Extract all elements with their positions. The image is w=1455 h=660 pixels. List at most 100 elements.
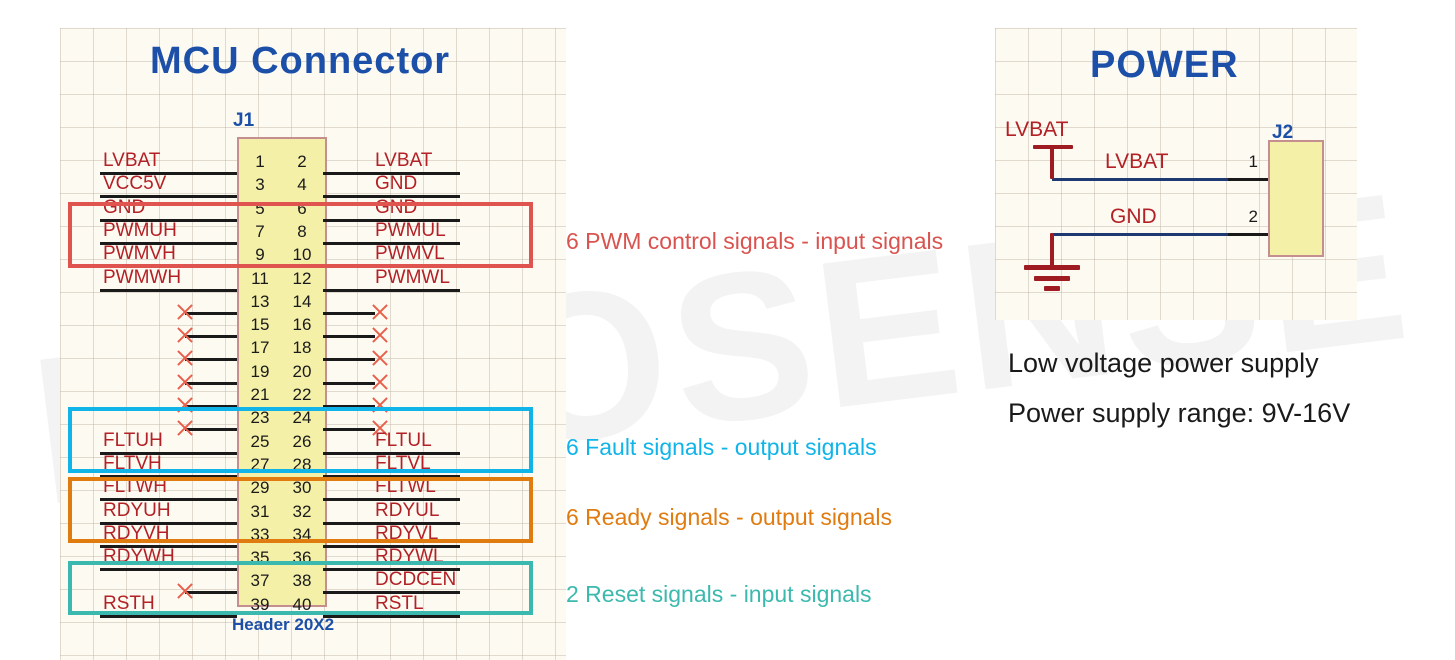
connector-j1-pin-15: 15 bbox=[250, 315, 270, 335]
net-label-rdyvh: RDYVH bbox=[103, 522, 170, 544]
connector-j1-pin-40: 40 bbox=[292, 594, 312, 614]
wire-left-row-2 bbox=[100, 195, 237, 199]
wire-right-row-10 bbox=[323, 381, 375, 385]
connector-j1-pin-13: 13 bbox=[250, 291, 270, 311]
connector-j1-pin-1: 1 bbox=[255, 152, 265, 171]
highlight-box-pwm bbox=[68, 202, 533, 268]
note-low-voltage-supply: Low voltage power supply bbox=[1008, 348, 1319, 378]
wire-left-row-15 bbox=[100, 498, 237, 502]
connector-j1-pin-26: 26 bbox=[292, 431, 312, 451]
power-net-label-gnd: GND bbox=[1110, 205, 1157, 228]
net-label-fltvh: FLTVH bbox=[103, 452, 162, 474]
net-label-lvbat: LVBAT bbox=[103, 150, 161, 171]
highlight-box-fault bbox=[68, 407, 533, 473]
no-connect-x-icon-left-row-7 bbox=[175, 302, 195, 322]
connector-j1-pin-11: 11 bbox=[251, 268, 269, 288]
wire-right-row-15 bbox=[323, 498, 460, 502]
wire-left-row-14 bbox=[100, 474, 237, 478]
connector-j1-pin-20: 20 bbox=[292, 361, 312, 381]
power-pin-wire-1 bbox=[1228, 178, 1268, 181]
wire-right-row-7 bbox=[323, 311, 375, 315]
wire-right-row-4 bbox=[323, 241, 460, 245]
net-label-rdyvl-right: RDYVL bbox=[375, 522, 439, 544]
connector-j1-pin-5: 5 bbox=[255, 198, 265, 218]
connector-j1-body[interactable] bbox=[237, 137, 327, 607]
net-label-fltwl-right: FLTWL bbox=[375, 476, 436, 498]
highlight-box-reset bbox=[68, 561, 533, 615]
net-label-rstl-right: RSTL bbox=[375, 592, 424, 614]
connector-j1-pin-2: 2 bbox=[297, 152, 307, 171]
connector-j1-pin-37: 37 bbox=[250, 571, 270, 591]
net-label-fltul-right: FLTUL bbox=[375, 429, 432, 451]
connector-j1-pin-16: 16 bbox=[292, 315, 312, 335]
net-label-fltuh: FLTUH bbox=[103, 429, 163, 451]
wire-left-row-12 bbox=[185, 428, 237, 432]
connector-j1-pin-22: 22 bbox=[292, 385, 312, 404]
connector-j2-pin-1: 1 bbox=[1248, 152, 1258, 171]
wire-right-row-12 bbox=[323, 428, 375, 432]
wire-left-row-16 bbox=[100, 521, 237, 525]
highlight-box-ready bbox=[68, 477, 533, 543]
wire-left-row-3 bbox=[100, 218, 237, 222]
net-label-pwmvl-right: PWMVL bbox=[375, 243, 445, 265]
wire-right-row-13 bbox=[323, 451, 460, 455]
power-title: POWER bbox=[1090, 44, 1239, 86]
connector-j2-body[interactable] bbox=[1268, 140, 1324, 257]
net-label-pwmvh: PWMVH bbox=[103, 243, 176, 265]
connector-j1-pin-23: 23 bbox=[250, 408, 270, 428]
net-label-pwmwl-right: PWMWL bbox=[375, 266, 450, 288]
net-label-gnd: GND bbox=[103, 196, 146, 218]
power-net-wire-gnd bbox=[1052, 233, 1228, 236]
net-label-fltwh: FLTWH bbox=[103, 476, 168, 498]
connector-j1-pin-19: 19 bbox=[250, 361, 270, 381]
wire-right-row-18 bbox=[323, 568, 460, 572]
connector-j1-footprint-label: Header 20X2 bbox=[232, 615, 335, 634]
wire-right-row-19 bbox=[323, 591, 460, 595]
net-label-rdyuh: RDYUH bbox=[103, 499, 171, 521]
net-label-fltvl-right: FLTVL bbox=[375, 452, 431, 474]
wire-left-row-4 bbox=[100, 241, 237, 245]
wire-left-row-19 bbox=[185, 591, 237, 595]
connector-j1-pin-39: 39 bbox=[250, 594, 270, 614]
no-connect-x-icon-left-row-10 bbox=[175, 372, 195, 392]
wire-left-row-18 bbox=[100, 568, 237, 572]
connector-j1-pin-7: 7 bbox=[255, 221, 265, 241]
connector-j1-pin-18: 18 bbox=[292, 338, 312, 358]
connector-j1-pin-4: 4 bbox=[297, 175, 307, 195]
no-connect-x-icon-right-row-7 bbox=[370, 302, 390, 322]
wire-left-row-11 bbox=[185, 405, 237, 408]
connector-j1-pin-6: 6 bbox=[297, 198, 307, 218]
connector-j1-pin-30: 30 bbox=[292, 478, 312, 498]
wire-right-row-8 bbox=[323, 335, 375, 339]
wire-right-row-1 bbox=[323, 172, 460, 175]
connector-j2-pin-2: 2 bbox=[1248, 207, 1258, 226]
connector-j1-pin-12: 12 bbox=[292, 268, 312, 288]
connector-j1-pin-8: 8 bbox=[297, 221, 307, 241]
gnd-bar-3-icon bbox=[1044, 286, 1060, 291]
annotation-fault: 6 Fault signals - output signals bbox=[566, 434, 877, 460]
wire-left-row-8 bbox=[185, 335, 237, 339]
wire-right-row-11 bbox=[323, 405, 375, 408]
connector-j1-pin-32: 32 bbox=[292, 501, 312, 521]
net-label-lvbat-right: LVBAT bbox=[375, 150, 433, 171]
net-label-vcc5v: VCC5V bbox=[103, 173, 167, 195]
no-connect-x-icon-left-row-8 bbox=[175, 325, 195, 345]
net-label-pwmuh: PWMUH bbox=[103, 219, 177, 241]
wire-right-row-17 bbox=[323, 544, 460, 548]
power-port-stem-icon bbox=[1050, 145, 1054, 179]
net-label-rdyul-right: RDYUL bbox=[375, 499, 440, 521]
wire-right-row-9 bbox=[323, 358, 375, 362]
net-label-pwmwh: PWMWH bbox=[103, 266, 182, 288]
wire-left-row-9 bbox=[185, 358, 237, 362]
gnd-stem-icon bbox=[1050, 233, 1054, 267]
net-label-dcdcen-right: DCDCEN bbox=[375, 569, 457, 591]
gnd-bar-1-icon bbox=[1024, 265, 1080, 270]
connector-j1-pin-29: 29 bbox=[250, 478, 270, 498]
mcu-connector-title: MCU Connector bbox=[150, 40, 451, 82]
connector-j1-pin-14: 14 bbox=[292, 291, 312, 311]
connector-j1-pin-3: 3 bbox=[255, 175, 265, 195]
no-connect-x-icon-right-row-8 bbox=[370, 325, 390, 345]
wire-right-row-16 bbox=[323, 521, 460, 525]
annotation-pwm: 6 PWM control signals - input signals bbox=[566, 228, 944, 254]
no-connect-x-icon-right-row-9 bbox=[370, 348, 390, 368]
